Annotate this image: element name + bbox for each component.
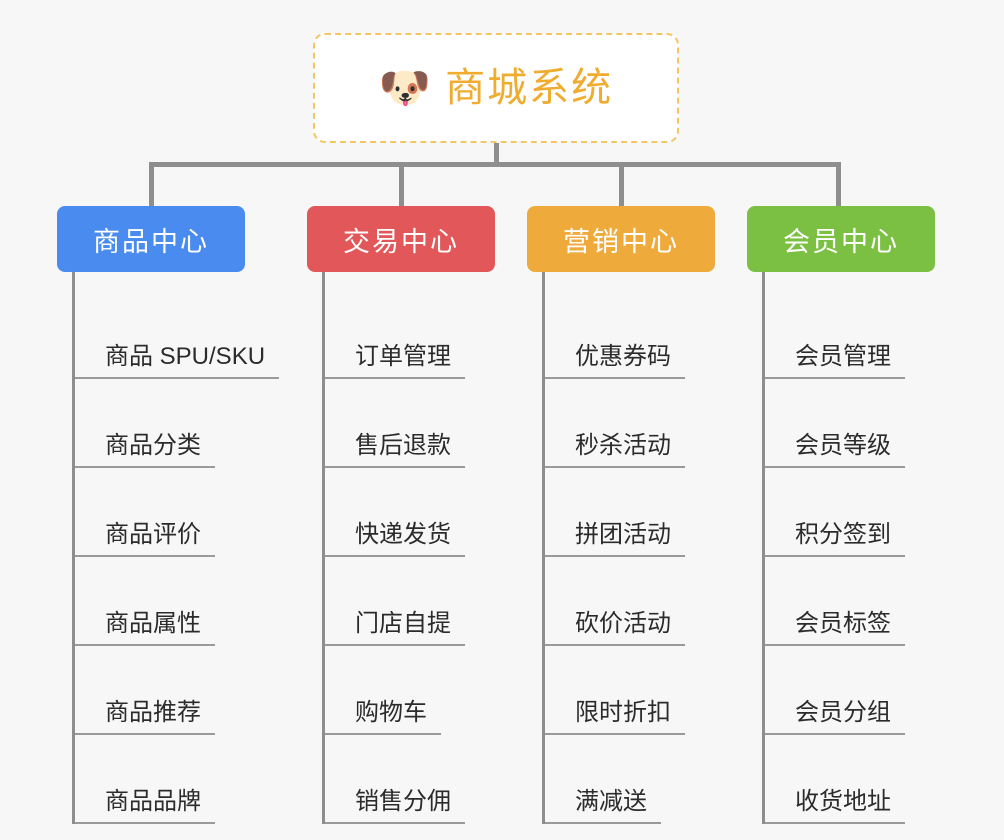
list-item[interactable]: 销售分佣 <box>325 735 527 824</box>
list-item[interactable]: 快递发货 <box>325 468 527 557</box>
branch-product-center: 商品中心 商品 SPU/SKU 商品分类 商品评价 商品属性 商品推荐 商品品牌 <box>57 206 280 824</box>
list-item[interactable]: 优惠券码 <box>545 290 747 379</box>
leaf-label: 优惠券码 <box>545 343 685 379</box>
leaf-label: 会员标签 <box>765 610 905 646</box>
list-item[interactable]: 收货地址 <box>765 735 967 824</box>
root-stem-connector <box>494 143 499 165</box>
category-header-member-center[interactable]: 会员中心 <box>747 206 935 272</box>
leaf-label: 拼团活动 <box>545 521 685 557</box>
branch-member-center: 会员中心 会员管理 会员等级 积分签到 会员标签 会员分组 收货地址 <box>747 206 967 824</box>
leaf-label: 积分签到 <box>765 521 905 557</box>
category-title: 会员中心 <box>783 226 899 257</box>
list-item[interactable]: 秒杀活动 <box>545 379 747 468</box>
list-item[interactable]: 会员标签 <box>765 557 967 646</box>
leaf-label: 满减送 <box>545 788 661 824</box>
list-item[interactable]: 积分签到 <box>765 468 967 557</box>
list-item[interactable]: 商品评价 <box>75 468 277 557</box>
dog-face-icon: 🐶 <box>378 64 432 111</box>
leaf-label: 商品评价 <box>75 521 215 557</box>
leaf-label: 商品分类 <box>75 432 215 468</box>
drop-connector-1 <box>399 162 404 208</box>
list-item[interactable]: 商品分类 <box>75 379 277 468</box>
list-item[interactable]: 会员管理 <box>765 290 967 379</box>
bus-connector <box>151 162 839 167</box>
leaf-list-member-center: 会员管理 会员等级 积分签到 会员标签 会员分组 收货地址 <box>762 272 967 824</box>
list-item[interactable]: 会员等级 <box>765 379 967 468</box>
list-item[interactable]: 购物车 <box>325 646 527 735</box>
list-item[interactable]: 商品属性 <box>75 557 277 646</box>
leaf-label: 商品推荐 <box>75 699 215 735</box>
leaf-list-trade-center: 订单管理 售后退款 快递发货 门店自提 购物车 销售分佣 <box>322 272 527 824</box>
category-header-product-center[interactable]: 商品中心 <box>57 206 245 272</box>
leaf-label: 会员管理 <box>765 343 905 379</box>
leaf-label: 限时折扣 <box>545 699 685 735</box>
leaf-label: 会员等级 <box>765 432 905 468</box>
leaf-label: 会员分组 <box>765 699 905 735</box>
list-item[interactable]: 砍价活动 <box>545 557 747 646</box>
list-item[interactable]: 门店自提 <box>325 557 527 646</box>
list-item[interactable]: 满减送 <box>545 735 747 824</box>
list-item[interactable]: 商品品牌 <box>75 735 277 824</box>
leaf-label: 售后退款 <box>325 432 465 468</box>
leaf-label: 收货地址 <box>765 788 905 824</box>
category-title: 营销中心 <box>563 226 679 257</box>
drop-connector-0 <box>149 162 154 208</box>
category-header-trade-center[interactable]: 交易中心 <box>307 206 495 272</box>
leaf-label: 商品品牌 <box>75 788 215 824</box>
root-title: 商城系统 <box>445 66 614 110</box>
list-item[interactable]: 会员分组 <box>765 646 967 735</box>
branch-marketing-center: 营销中心 优惠券码 秒杀活动 拼团活动 砍价活动 限时折扣 满减送 <box>527 206 747 824</box>
leaf-label: 秒杀活动 <box>545 432 685 468</box>
leaf-label: 快递发货 <box>325 521 465 557</box>
drop-connector-3 <box>836 162 841 208</box>
branch-trade-center: 交易中心 订单管理 售后退款 快递发货 门店自提 购物车 销售分佣 <box>307 206 527 824</box>
root-node[interactable]: 🐶 商城系统 <box>313 33 679 143</box>
list-item[interactable]: 限时折扣 <box>545 646 747 735</box>
leaf-label: 销售分佣 <box>325 788 465 824</box>
leaf-label: 订单管理 <box>325 343 465 379</box>
category-title: 交易中心 <box>343 226 459 257</box>
leaf-label: 商品 SPU/SKU <box>75 343 280 379</box>
list-item[interactable]: 商品 SPU/SKU <box>75 290 280 379</box>
leaf-label: 门店自提 <box>325 610 465 646</box>
leaf-list-product-center: 商品 SPU/SKU 商品分类 商品评价 商品属性 商品推荐 商品品牌 <box>72 272 280 824</box>
leaf-list-marketing-center: 优惠券码 秒杀活动 拼团活动 砍价活动 限时折扣 满减送 <box>542 272 747 824</box>
list-item[interactable]: 售后退款 <box>325 379 527 468</box>
list-item[interactable]: 拼团活动 <box>545 468 747 557</box>
leaf-label: 购物车 <box>325 699 441 735</box>
leaf-label: 商品属性 <box>75 610 215 646</box>
drop-connector-2 <box>619 162 624 208</box>
category-title: 商品中心 <box>93 226 209 257</box>
list-item[interactable]: 商品推荐 <box>75 646 277 735</box>
leaf-label: 砍价活动 <box>545 610 685 646</box>
category-header-marketing-center[interactable]: 营销中心 <box>527 206 715 272</box>
list-item[interactable]: 订单管理 <box>325 290 527 379</box>
